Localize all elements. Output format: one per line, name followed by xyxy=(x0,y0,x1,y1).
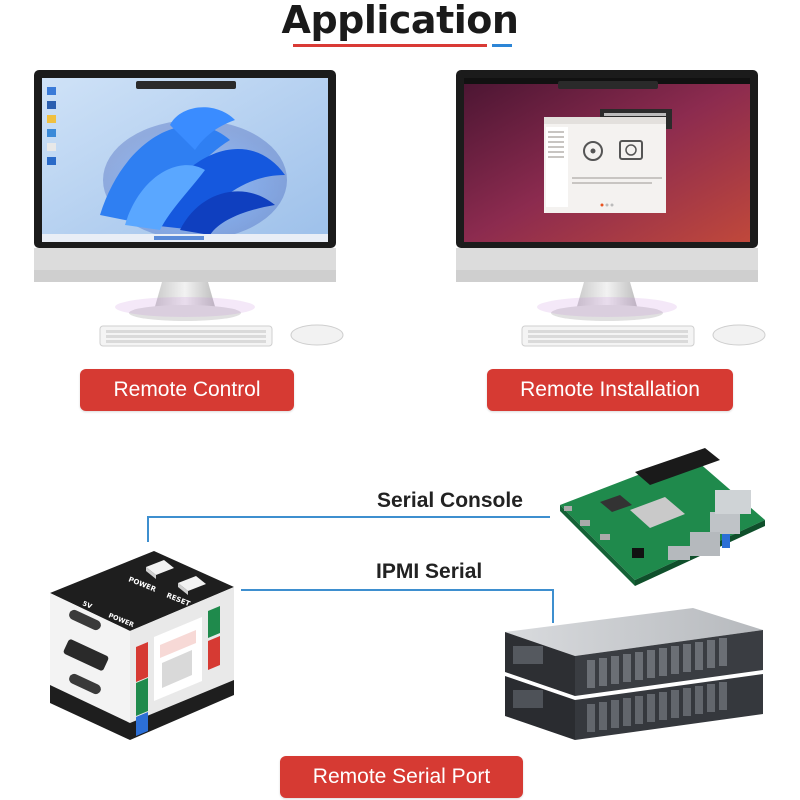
ipmi-serial-line-horizontal xyxy=(241,589,554,591)
serial-console-line-horizontal xyxy=(147,516,550,518)
kvm-device-illustration: POWER RESET 5V POWER xyxy=(50,551,234,740)
remote-serial-port-label: Remote Serial Port xyxy=(280,756,523,798)
windows-monitor-illustration xyxy=(34,70,344,347)
ipmi-serial-line-vertical xyxy=(552,589,554,623)
rack-server-illustration xyxy=(505,608,763,740)
page-title: Application xyxy=(281,0,519,42)
top-5v-text: 5V xyxy=(81,599,93,610)
serial-console-label: Serial Console xyxy=(377,489,523,512)
remote-control-label: Remote Control xyxy=(80,369,294,411)
raspberry-pi-board-illustration xyxy=(560,448,765,586)
ubuntu-monitor-illustration xyxy=(456,70,766,347)
ipmi-serial-label: IPMI Serial xyxy=(376,560,483,583)
remote-installation-label: Remote Installation xyxy=(487,369,733,411)
title-underline-blue xyxy=(492,44,512,47)
title-underline-red xyxy=(293,44,487,47)
serial-console-line-vertical xyxy=(147,516,149,542)
